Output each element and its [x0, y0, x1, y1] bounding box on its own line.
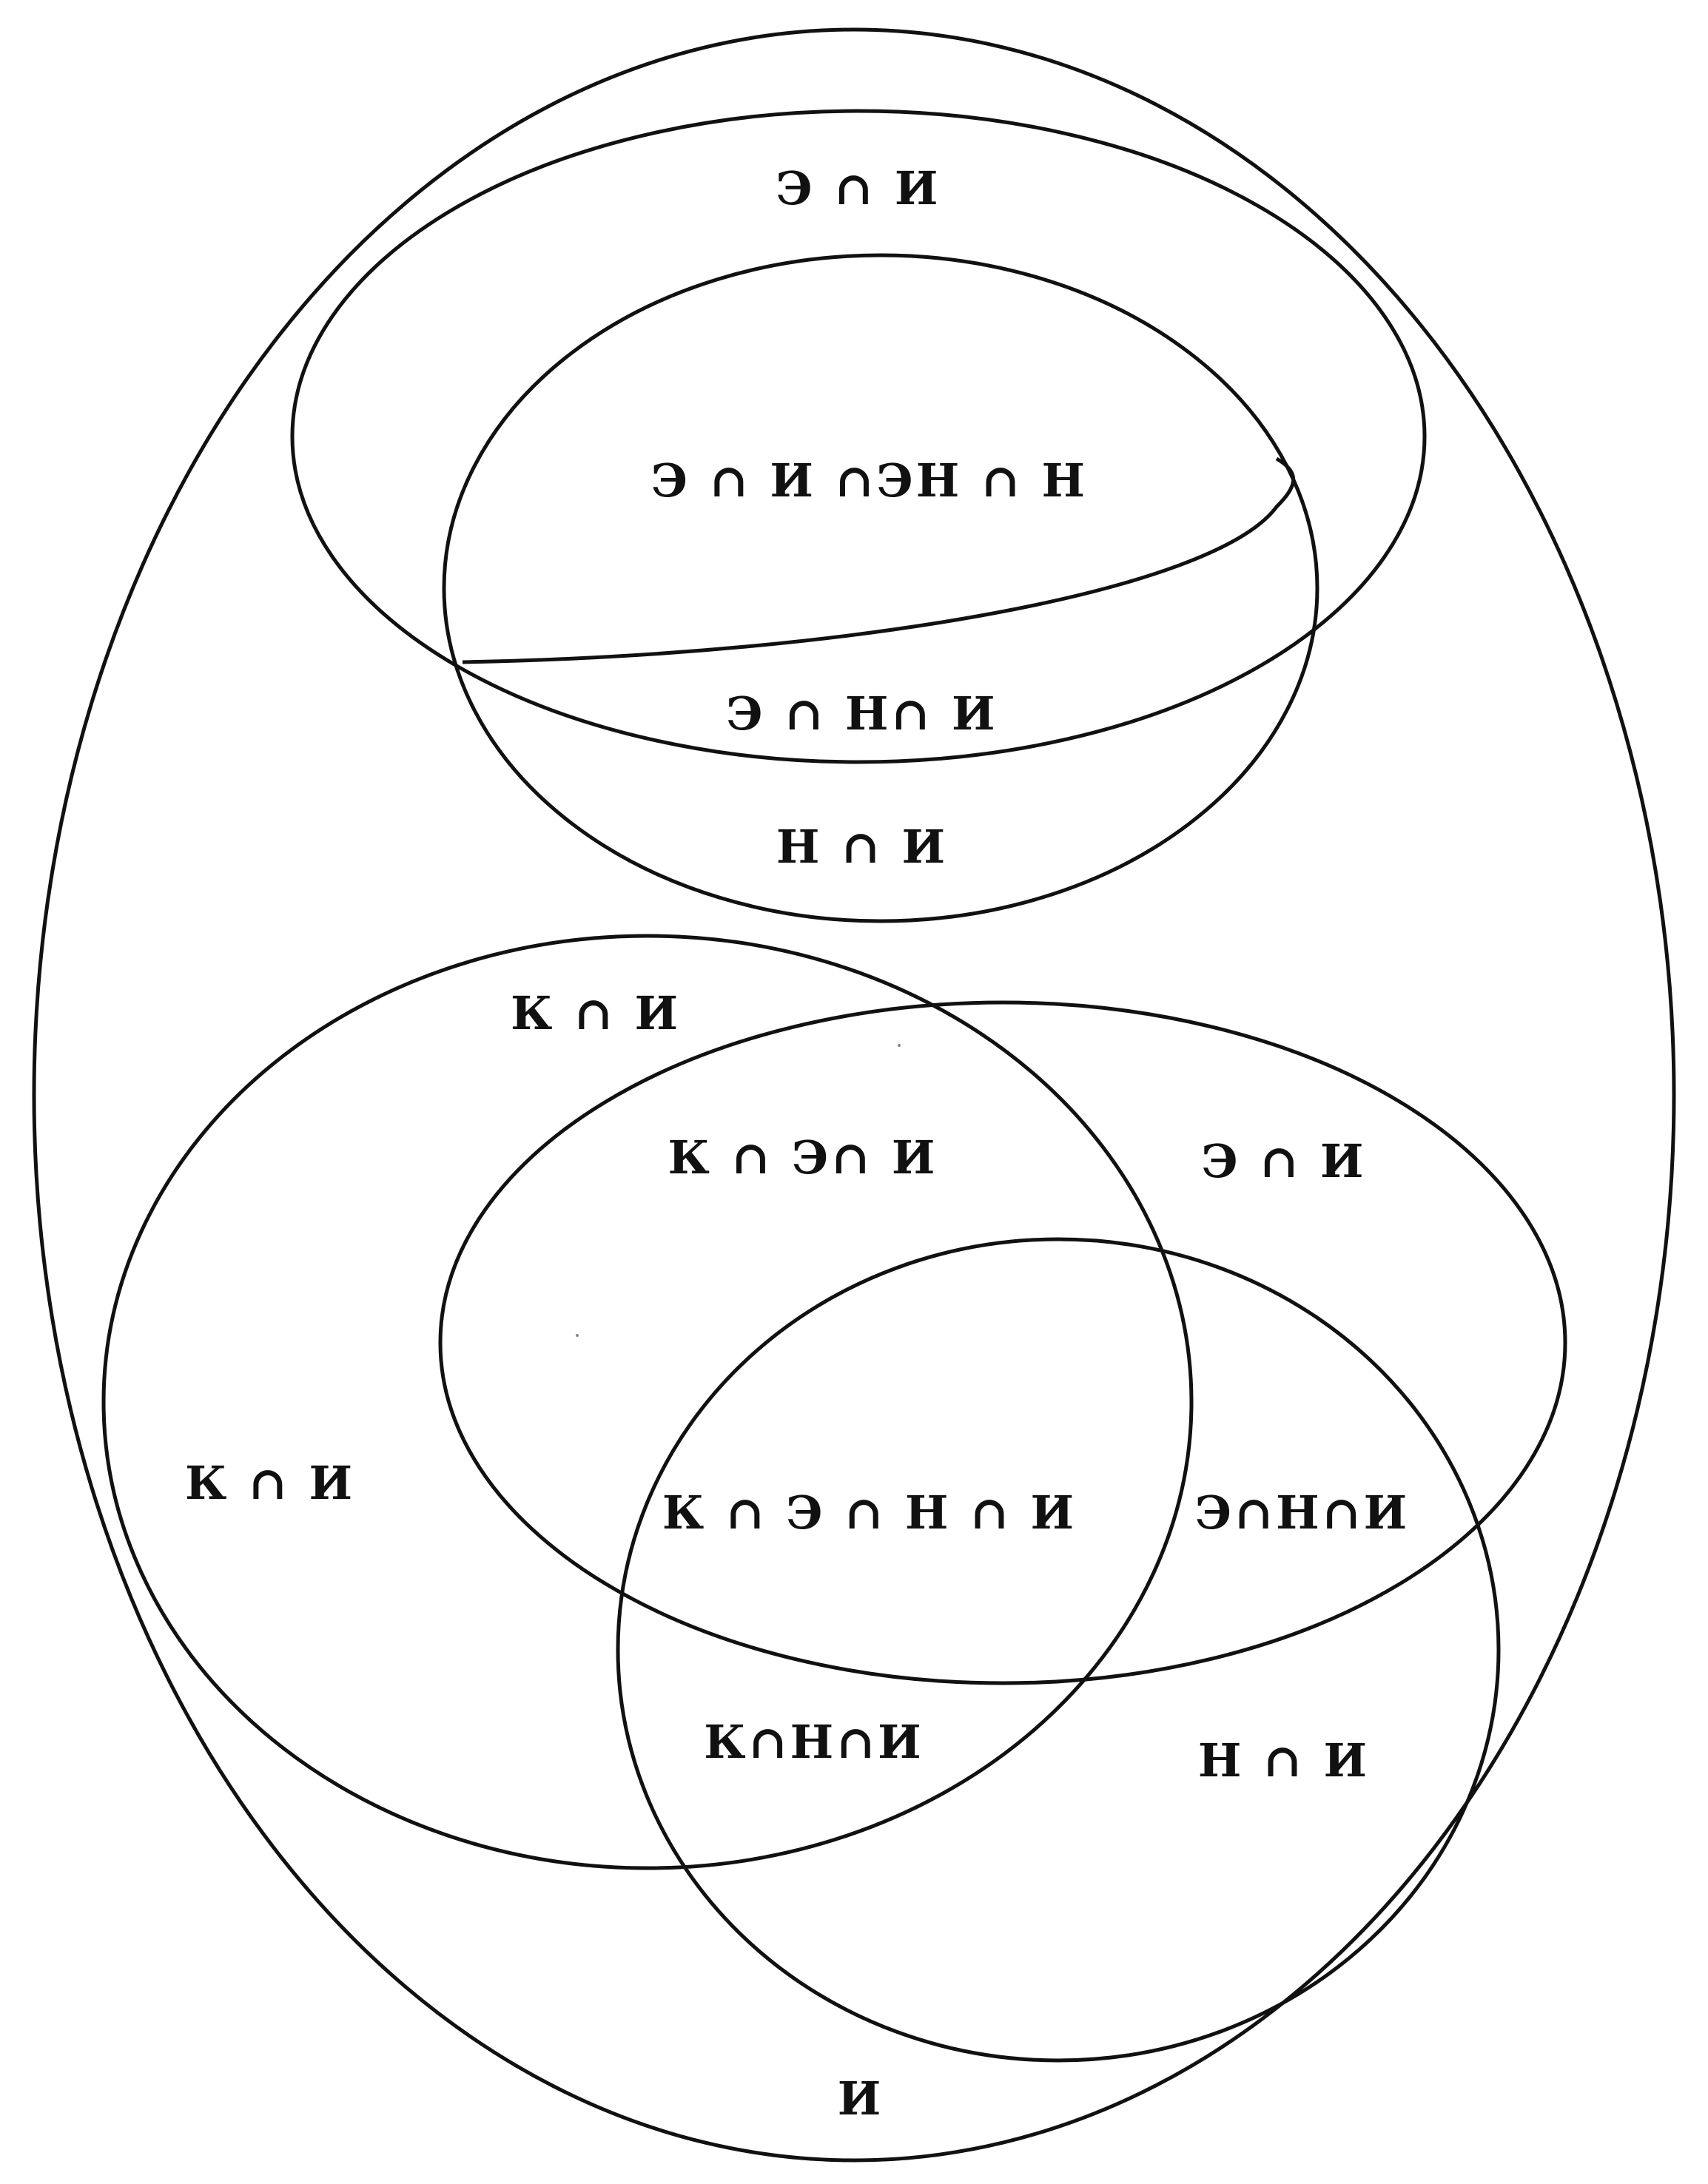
- set-k-lower-ellipse: [101, 934, 1194, 1870]
- set-n-lower-ellipse: [616, 1237, 1501, 2063]
- region-label-upper-e-n-i: Э ∩ Н∩ И: [726, 687, 998, 741]
- region-label-outer-i: И: [838, 2072, 884, 2126]
- region-label-upper-n-i: Н ∩ И: [776, 820, 948, 874]
- region-label-lower-n-i: Н ∩ И: [1198, 1733, 1370, 1787]
- region-label-lower-k-i-top: К ∩ И: [511, 986, 681, 1040]
- region-label-upper-e-i: Э ∩ И: [776, 161, 941, 215]
- region-label-lower-k-n-i: К∩Н∩И: [704, 1715, 924, 1769]
- region-label-lower-e-i: Э ∩ И: [1201, 1134, 1366, 1188]
- region-label-lower-k-e-n-i: К ∩ Э ∩ Н ∩ И: [662, 1486, 1077, 1540]
- region-label-lower-e-n-i: Э∩Н∩И: [1195, 1486, 1410, 1540]
- scan-speck: [576, 1334, 579, 1337]
- scan-speck: [898, 1044, 901, 1047]
- set-e-lower-ellipse: [438, 1000, 1567, 1685]
- region-label-upper-e-i-ne-n: Э ∩ И ∩ЭН ∩ Н: [651, 454, 1088, 508]
- region-label-lower-k-e-i: К ∩ Э∩ И: [668, 1130, 938, 1184]
- set-e-upper-ellipse: [290, 109, 1427, 764]
- region-label-lower-k-i-left: К ∩ И: [185, 1456, 355, 1510]
- set-n-upper-ellipse: [442, 253, 1319, 923]
- set-i-outer-ellipse: [32, 27, 1676, 2163]
- set-ne-upper-curve: [462, 456, 1295, 664]
